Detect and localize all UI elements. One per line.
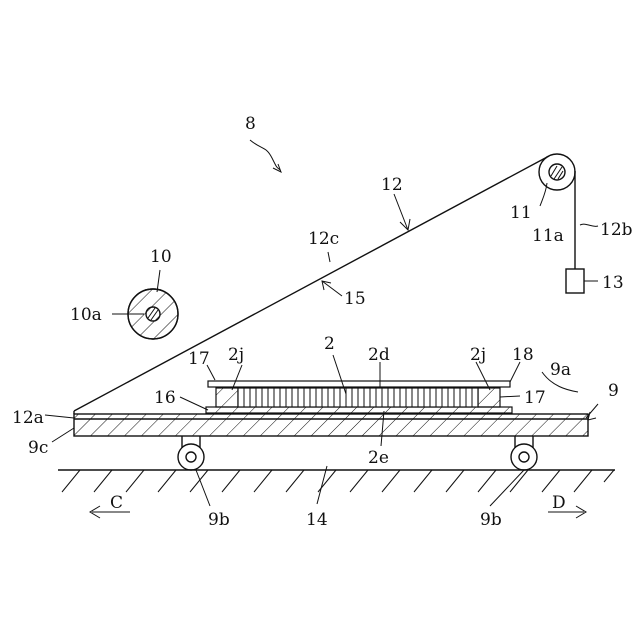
label-11: 11 bbox=[510, 203, 532, 223]
label-2j-right: 2j bbox=[470, 345, 486, 365]
label-2e: 2e bbox=[368, 448, 389, 468]
label-9b-left: 9b bbox=[208, 510, 230, 530]
carriage-table bbox=[74, 414, 588, 436]
weight bbox=[566, 269, 584, 293]
label-9c: 9c bbox=[28, 438, 48, 458]
wheel-right bbox=[511, 436, 537, 470]
spacer-block-left bbox=[216, 388, 238, 407]
label-9: 9 bbox=[608, 381, 619, 401]
label-12: 12 bbox=[381, 175, 403, 195]
label-9a: 9a bbox=[550, 360, 571, 380]
label-direction-c: C bbox=[110, 493, 123, 513]
leader-lines bbox=[45, 140, 598, 506]
label-2d: 2d bbox=[368, 345, 390, 365]
ground-floor bbox=[58, 470, 615, 492]
label-2j-left: 2j bbox=[228, 345, 244, 365]
label-14: 14 bbox=[306, 510, 328, 530]
label-10: 10 bbox=[150, 247, 172, 267]
label-12b: 12b bbox=[600, 220, 633, 240]
wire bbox=[74, 156, 575, 414]
label-13: 13 bbox=[602, 273, 624, 293]
label-18: 18 bbox=[512, 345, 534, 365]
label-2: 2 bbox=[324, 334, 335, 354]
label-12c: 12c bbox=[308, 229, 339, 249]
base-plate bbox=[206, 407, 512, 413]
label-16: 16 bbox=[154, 388, 176, 408]
label-15: 15 bbox=[344, 289, 366, 309]
spacer-block-right bbox=[478, 388, 500, 407]
label-17-right: 17 bbox=[524, 388, 546, 408]
label-17-left: 17 bbox=[188, 349, 210, 369]
label-9b-right: 9b bbox=[480, 510, 502, 530]
label-11a: 11a bbox=[532, 226, 564, 246]
label-10a: 10a bbox=[70, 305, 102, 325]
top-plate bbox=[208, 381, 510, 387]
coil-laminations bbox=[238, 388, 478, 407]
label-12a: 12a bbox=[12, 408, 44, 428]
pulley bbox=[539, 154, 575, 190]
wheel-left bbox=[178, 436, 204, 470]
label-direction-d: D bbox=[552, 493, 566, 513]
label-8: 8 bbox=[245, 114, 256, 134]
